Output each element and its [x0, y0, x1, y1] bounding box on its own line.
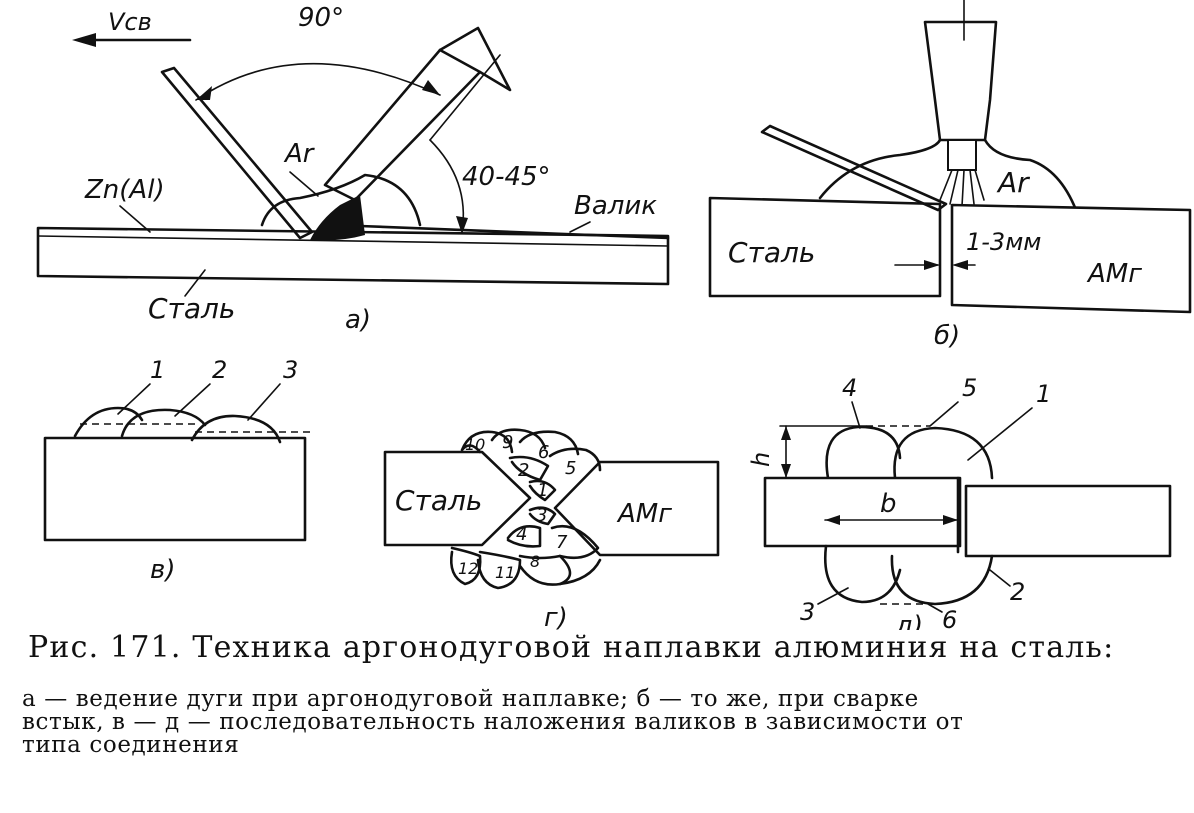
bead-g-label-11: 11 — [495, 563, 515, 582]
amg-label-b: АМг — [1086, 259, 1142, 289]
angle-40-45-label: 40-45° — [462, 162, 551, 192]
plate-v — [43, 436, 307, 542]
arc-b — [939, 169, 985, 207]
bead-g-9 — [490, 428, 547, 450]
bead-label: Валик — [574, 191, 657, 221]
bead-g-label-9: 9 — [502, 432, 513, 453]
bead-d-label-5: 5 — [962, 374, 977, 402]
bead-g-11 — [476, 550, 522, 590]
bead-g-2 — [508, 455, 550, 482]
welding-technique-figure: Vсв 90° 40-45° Ar Zn(Al) Валик Ста — [36, 0, 1192, 630]
bead-d-label-1: 1 — [1036, 380, 1051, 408]
weld-pool — [310, 195, 365, 241]
bead-g-12 — [450, 546, 482, 586]
tag-v: в) — [150, 555, 175, 585]
gas-shield — [260, 173, 422, 227]
amg-plate-b — [950, 203, 1192, 314]
steel-label-a: Сталь — [148, 292, 235, 325]
panel-b: Ar Сталь 1-3мм АМг б) — [708, 0, 1192, 351]
bead-g-label-8: 8 — [530, 552, 540, 571]
steel-plate-b — [708, 196, 942, 298]
gas-label-b: Ar — [996, 166, 1030, 199]
angle-90-arc — [195, 62, 441, 101]
filler-rod-b — [760, 124, 948, 212]
bead-g-label-1: 1 — [537, 480, 548, 501]
bead-v-label-3: 3 — [283, 356, 298, 384]
steel-plate-d — [763, 476, 962, 548]
panel-g: 10 9 6 5 2 1 3 4 7 8 11 12 Сталь АМг г) — [383, 428, 720, 630]
torch-axis — [429, 54, 501, 141]
caption-line-3: типа соединения — [22, 732, 240, 758]
bead-g-6 — [518, 430, 580, 456]
bead-g-label-12: 12 — [458, 559, 478, 578]
angle-90-label: 90° — [298, 3, 344, 33]
panel-v: 1 2 3 в) — [43, 356, 315, 585]
bead-v-label-1: 1 — [150, 356, 165, 384]
caption-line-1: а — ведение дуги при аргонодуговой напла… — [22, 686, 919, 712]
steel-plate — [36, 226, 670, 286]
bead-g-label-3: 3 — [536, 505, 547, 526]
bead-g-3 — [528, 506, 557, 526]
steel-label-b: Сталь — [728, 236, 815, 269]
gas-shield-b — [818, 138, 1078, 212]
tag-g: г) — [544, 603, 568, 630]
gas-label-a: Ar — [283, 139, 316, 169]
figure-caption-body: а — ведение дуги при аргонодуговой напла… — [22, 688, 1182, 757]
bead-d-label-2: 2 — [1010, 578, 1025, 606]
bead-g-label-2: 2 — [518, 460, 529, 481]
speed-label: Vсв — [108, 8, 152, 36]
bead-d-label-3: 3 — [800, 598, 815, 626]
bead-g-7 — [550, 524, 600, 560]
bead-g-label-10: 10 — [465, 435, 485, 454]
bead-v-3 — [190, 414, 282, 444]
panel-d: h b 4 5 1 3 2 6 д) — [747, 374, 1172, 630]
speed-arrow-head — [72, 33, 96, 47]
coating-label: Zn(Al) — [84, 175, 165, 205]
caption-line-2: встык, в — д — последовательность наложе… — [22, 709, 964, 735]
gap-label: 1-3мм — [966, 228, 1041, 256]
bead-d-1 — [893, 426, 994, 480]
bead-g-1 — [528, 479, 557, 502]
bead-g-10 — [460, 430, 514, 454]
bead-d-4 — [825, 425, 902, 480]
bead-v-label-2: 2 — [212, 356, 227, 384]
bead-g-label-7: 7 — [556, 532, 568, 553]
torch-body — [438, 26, 512, 92]
bead-g-4 — [506, 525, 542, 548]
height-label: h — [747, 452, 775, 467]
figure-caption-title: Рис. 171. Техника аргонодуговой наплавки… — [28, 630, 1115, 665]
bead-g-label-4: 4 — [516, 524, 527, 545]
bead-g-label-6: 6 — [538, 442, 549, 463]
tag-d: д) — [894, 611, 923, 630]
coating-layer — [37, 235, 669, 247]
width-label: b — [880, 489, 897, 519]
panel-a: Vсв 90° 40-45° Ar Zn(Al) Валик Ста — [36, 3, 670, 335]
bead-g-5 — [548, 447, 602, 472]
bead-d-2 — [890, 554, 994, 606]
bead-d-label-4: 4 — [842, 374, 857, 402]
torch-b — [923, 20, 998, 142]
bead-g-8 — [518, 554, 572, 586]
tag-b: б) — [934, 321, 960, 351]
bead-line — [358, 224, 670, 240]
amg-plate-d — [964, 484, 1172, 558]
steel-plate-g — [383, 450, 532, 547]
bead-d-3 — [823, 544, 902, 604]
tag-a: а) — [345, 305, 371, 335]
bead-g-label-5: 5 — [565, 458, 576, 479]
amg-label-g: АМг — [616, 499, 672, 529]
bead-v-2 — [120, 408, 207, 438]
bead-v-1 — [73, 406, 144, 438]
bead-d-label-6: 6 — [942, 606, 957, 630]
steel-label-g: Сталь — [395, 484, 482, 517]
filler-rod — [160, 66, 314, 240]
